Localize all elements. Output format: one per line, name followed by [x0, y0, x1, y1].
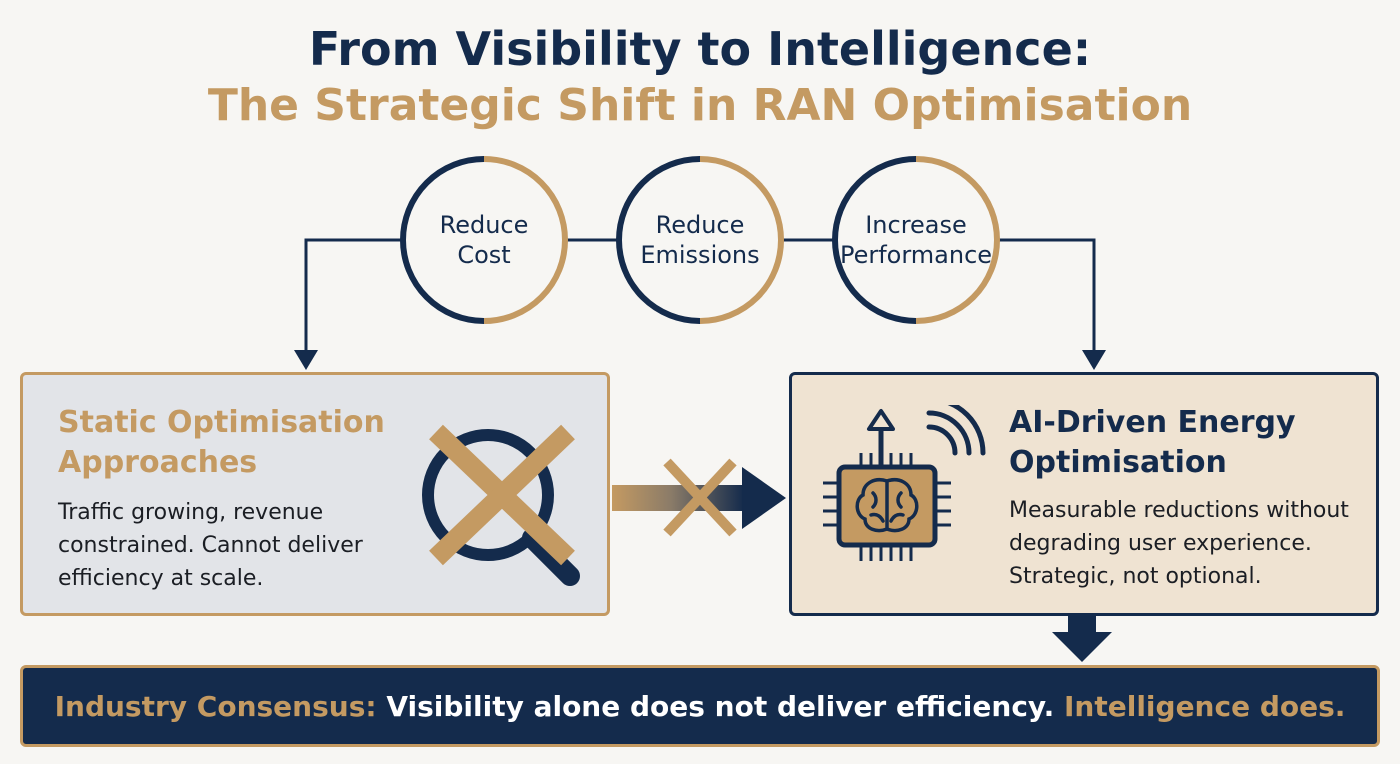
shift-cross-icon: [663, 458, 737, 537]
static-panel-body: Traffic growing, revenue constrained. Ca…: [58, 496, 363, 595]
static-title-line2: Approaches: [58, 445, 258, 480]
banner-prefix: Industry Consensus:: [54, 689, 377, 723]
title-line-1: From Visibility to Intelligence:: [308, 22, 1092, 76]
ai-energy-optimisation-panel: AI-Driven Energy Optimisation Measurable…: [789, 372, 1379, 616]
ai-body-line2: degrading user experience.: [1009, 531, 1312, 556]
left-arrowhead: [294, 350, 318, 370]
ai-body-line3: Strategic, not optional.: [1009, 564, 1262, 589]
right-arrowhead: [1082, 350, 1106, 370]
goal-label-line1: Reduce: [655, 211, 745, 239]
down-arrow-shaft: [1068, 616, 1096, 634]
static-body-line3: efficiency at scale.: [58, 566, 264, 591]
right-connector: [997, 238, 1096, 352]
static-body-line1: Traffic growing, revenue: [58, 500, 324, 525]
left-connector: [304, 238, 403, 352]
goal-label-line1: Reduce: [439, 211, 529, 239]
title-line-2: The Strategic Shift in RAN Optimisation: [207, 80, 1193, 131]
ring-icon: [832, 156, 1000, 324]
shift-arrowhead: [742, 467, 786, 529]
goal-label-line1: Increase: [865, 211, 967, 239]
ring-icon: [400, 156, 568, 324]
goal-circle-reduce-emissions: Reduce Emissions: [616, 156, 784, 324]
consensus-banner: Industry Consensus: Visibility alone doe…: [20, 665, 1380, 747]
goal-label-line2: Performance: [839, 241, 993, 269]
static-optimisation-panel: Static Optimisation Approaches Traffic g…: [20, 372, 610, 616]
down-arrowhead: [1052, 632, 1112, 662]
ai-body-line1: Measurable reductions without: [1009, 498, 1349, 523]
shift-arrow-shaft: [612, 485, 744, 511]
static-body-line2: constrained. Cannot deliver: [58, 533, 363, 558]
static-panel-title: Static Optimisation Approaches: [58, 403, 385, 483]
ai-panel-title: AI-Driven Energy Optimisation: [1009, 403, 1296, 483]
goal-circle-increase-performance: Increase Performance: [832, 156, 1000, 324]
goal-label-line2: Emissions: [640, 241, 760, 269]
ai-title-line1: AI-Driven Energy: [1009, 405, 1296, 440]
goal-label-line2: Cost: [457, 241, 511, 269]
static-title-line1: Static Optimisation: [58, 405, 385, 440]
ai-chip-brain-icon: [823, 405, 986, 561]
banner-middle: Visibility alone does not deliver effici…: [386, 689, 1055, 723]
ai-panel-body: Measurable reductions without degrading …: [1009, 494, 1349, 593]
goal-circle-reduce-cost: Reduce Cost: [400, 156, 568, 324]
ai-title-line2: Optimisation: [1009, 445, 1227, 480]
banner-suffix: Intelligence does.: [1064, 689, 1346, 723]
magnifier-crossed-icon: [422, 424, 580, 586]
ring-icon: [616, 156, 784, 324]
